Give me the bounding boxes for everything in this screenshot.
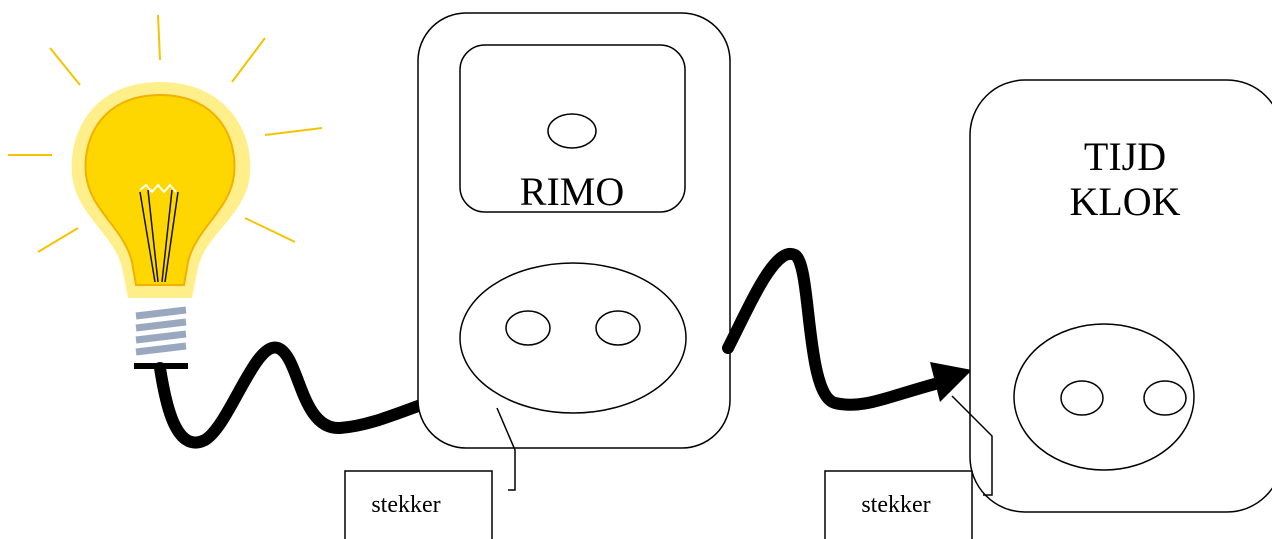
timer-socket-hole-left [1060,380,1104,416]
stekker-label-left: stekker [371,492,440,518]
arrowhead-timer [930,362,972,402]
stekker-callout-right: stekker [824,470,973,539]
timer-label-line1: TIJD [1084,134,1166,179]
timer-socket [1013,323,1195,471]
cable-bulb-to-rimo [154,341,498,449]
stekker-callout-left: stekker [344,470,493,539]
timer-device: TIJD KLOK [969,79,1272,513]
timer-socket-hole-right [1143,380,1187,416]
stekker-label-right: stekker [861,492,930,518]
light-rays [8,14,323,253]
rimo-label: RIMO [520,169,624,214]
rimo-socket-hole-right [595,310,641,346]
rimo-indicator [547,113,597,149]
bulb-filament [139,183,179,283]
rimo-socket-hole-left [505,310,551,346]
callout-line-right [951,395,993,496]
light-bulb-icon [8,14,323,369]
callout-line-left [496,407,516,491]
cable-rimo-to-timer [722,248,956,411]
timer-label-line2: KLOK [1069,179,1180,224]
rimo-socket [459,262,687,414]
rimo-device: RIMO [417,12,731,449]
bulb-glass [84,93,236,286]
bulb-base [134,306,188,369]
